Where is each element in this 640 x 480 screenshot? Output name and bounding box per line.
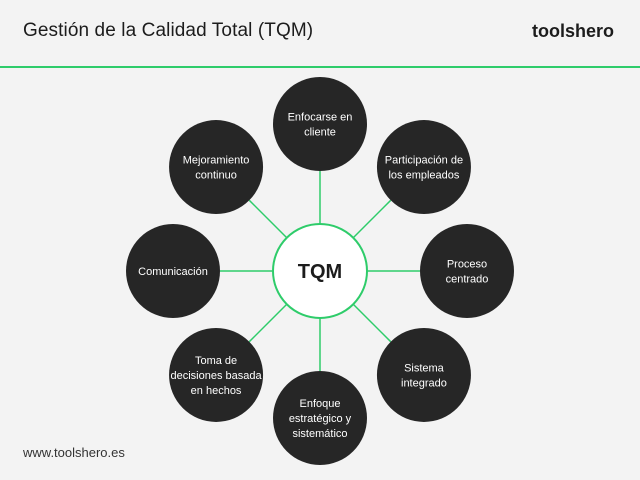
node-circle-cliente (273, 77, 367, 171)
connector-empleados (352, 199, 392, 239)
node-sistema: Sistema integrado (376, 327, 471, 422)
node-circle-decisiones (169, 327, 264, 422)
node-label-decisiones: decisiones basada (170, 370, 262, 382)
node-comunicacion: Comunicación (126, 224, 220, 318)
center-label: TQM (298, 261, 342, 283)
node-label-comunicacion: Comunicación (138, 266, 208, 278)
node-label-mejoramiento: continuo (195, 170, 237, 182)
node-empleados: Participación de los empleados (376, 120, 471, 215)
node-circle-estrategico (273, 371, 367, 465)
header: Gestión de la Calidad Total (TQM) toolsh… (0, 0, 640, 66)
node-label-mejoramiento: Mejoramiento (183, 155, 250, 167)
node-circle-comunicacion (126, 224, 220, 318)
connector-sistema (352, 303, 392, 343)
page-title: Gestión de la Calidad Total (TQM) (23, 20, 314, 41)
node-label-sistema: integrado (401, 377, 447, 389)
node-circle-empleados (376, 120, 471, 215)
node-label-decisiones: en hechos (191, 385, 242, 397)
node-label-cliente: Enfocarse en (288, 112, 353, 124)
connector-mejoramiento (248, 199, 288, 239)
node-circle-proceso (420, 224, 514, 318)
node-mejoramiento: Mejoramiento continuo (169, 120, 264, 215)
node-cliente: Enfocarse en cliente (273, 77, 367, 171)
center-node (272, 223, 368, 319)
header-divider (0, 66, 640, 68)
node-label-estrategico: estratégico y (289, 413, 352, 425)
node-label-estrategico: Enfoque (300, 398, 341, 410)
node-circle-mejoramiento (169, 120, 264, 215)
node-circle-sistema (376, 327, 471, 422)
node-label-sistema: Sistema (404, 362, 445, 374)
node-label-empleados: Participación de (385, 155, 463, 167)
node-label-decisiones: Toma de (195, 355, 237, 367)
connector-decisiones (248, 303, 288, 343)
footer-url: www.toolshero.es (23, 445, 125, 460)
node-estrategico: Enfoque estratégico y sistemático (273, 371, 367, 465)
node-label-proceso: Proceso (447, 259, 487, 271)
brand-logo: toolshero (531, 21, 614, 41)
node-proceso: Proceso centrado (420, 224, 514, 318)
node-decisiones: Toma de decisiones basada en hechos (169, 327, 264, 422)
node-label-cliente: cliente (304, 127, 336, 139)
node-label-proceso: centrado (446, 274, 489, 286)
node-label-empleados: los empleados (388, 170, 459, 182)
node-label-estrategico: sistemático (292, 428, 347, 440)
